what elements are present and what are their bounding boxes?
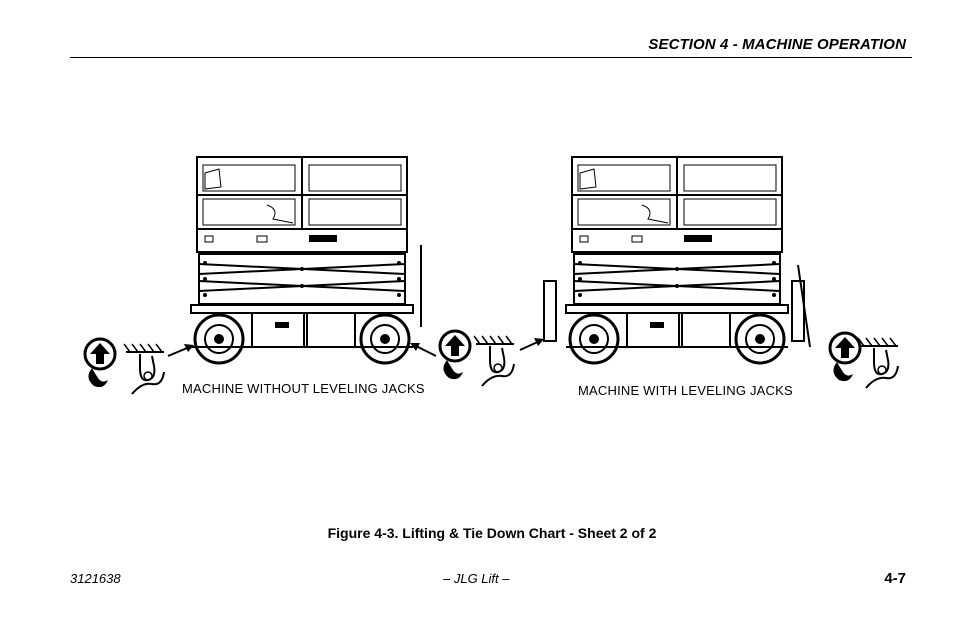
figure-caption: Figure 4-3. Lifting & Tie Down Chart - S… [327,525,657,541]
document-number: 3121638 [70,571,121,586]
page-number: 4-7 [884,570,906,587]
section-header: SECTION 4 - MACHINE OPERATION [648,36,906,53]
lift-icon [438,329,472,381]
label-without-leveling-jacks: MACHINE WITHOUT LEVELING JACKS [182,381,425,396]
tie-down-icon [123,343,165,395]
header-divider [70,57,912,58]
lift-icon [828,331,862,383]
machine-without-leveling-jacks [189,155,422,365]
tie-down-icon [857,337,899,389]
lift-icon [83,337,117,389]
tie-down-icon [473,335,515,387]
lift-point-arrow-right [519,338,544,351]
footer-title: – JLG Lift – [443,571,510,586]
machine-with-leveling-jacks [543,155,811,365]
lift-point-arrow-left [167,343,437,357]
label-with-leveling-jacks: MACHINE WITH LEVELING JACKS [578,383,793,398]
